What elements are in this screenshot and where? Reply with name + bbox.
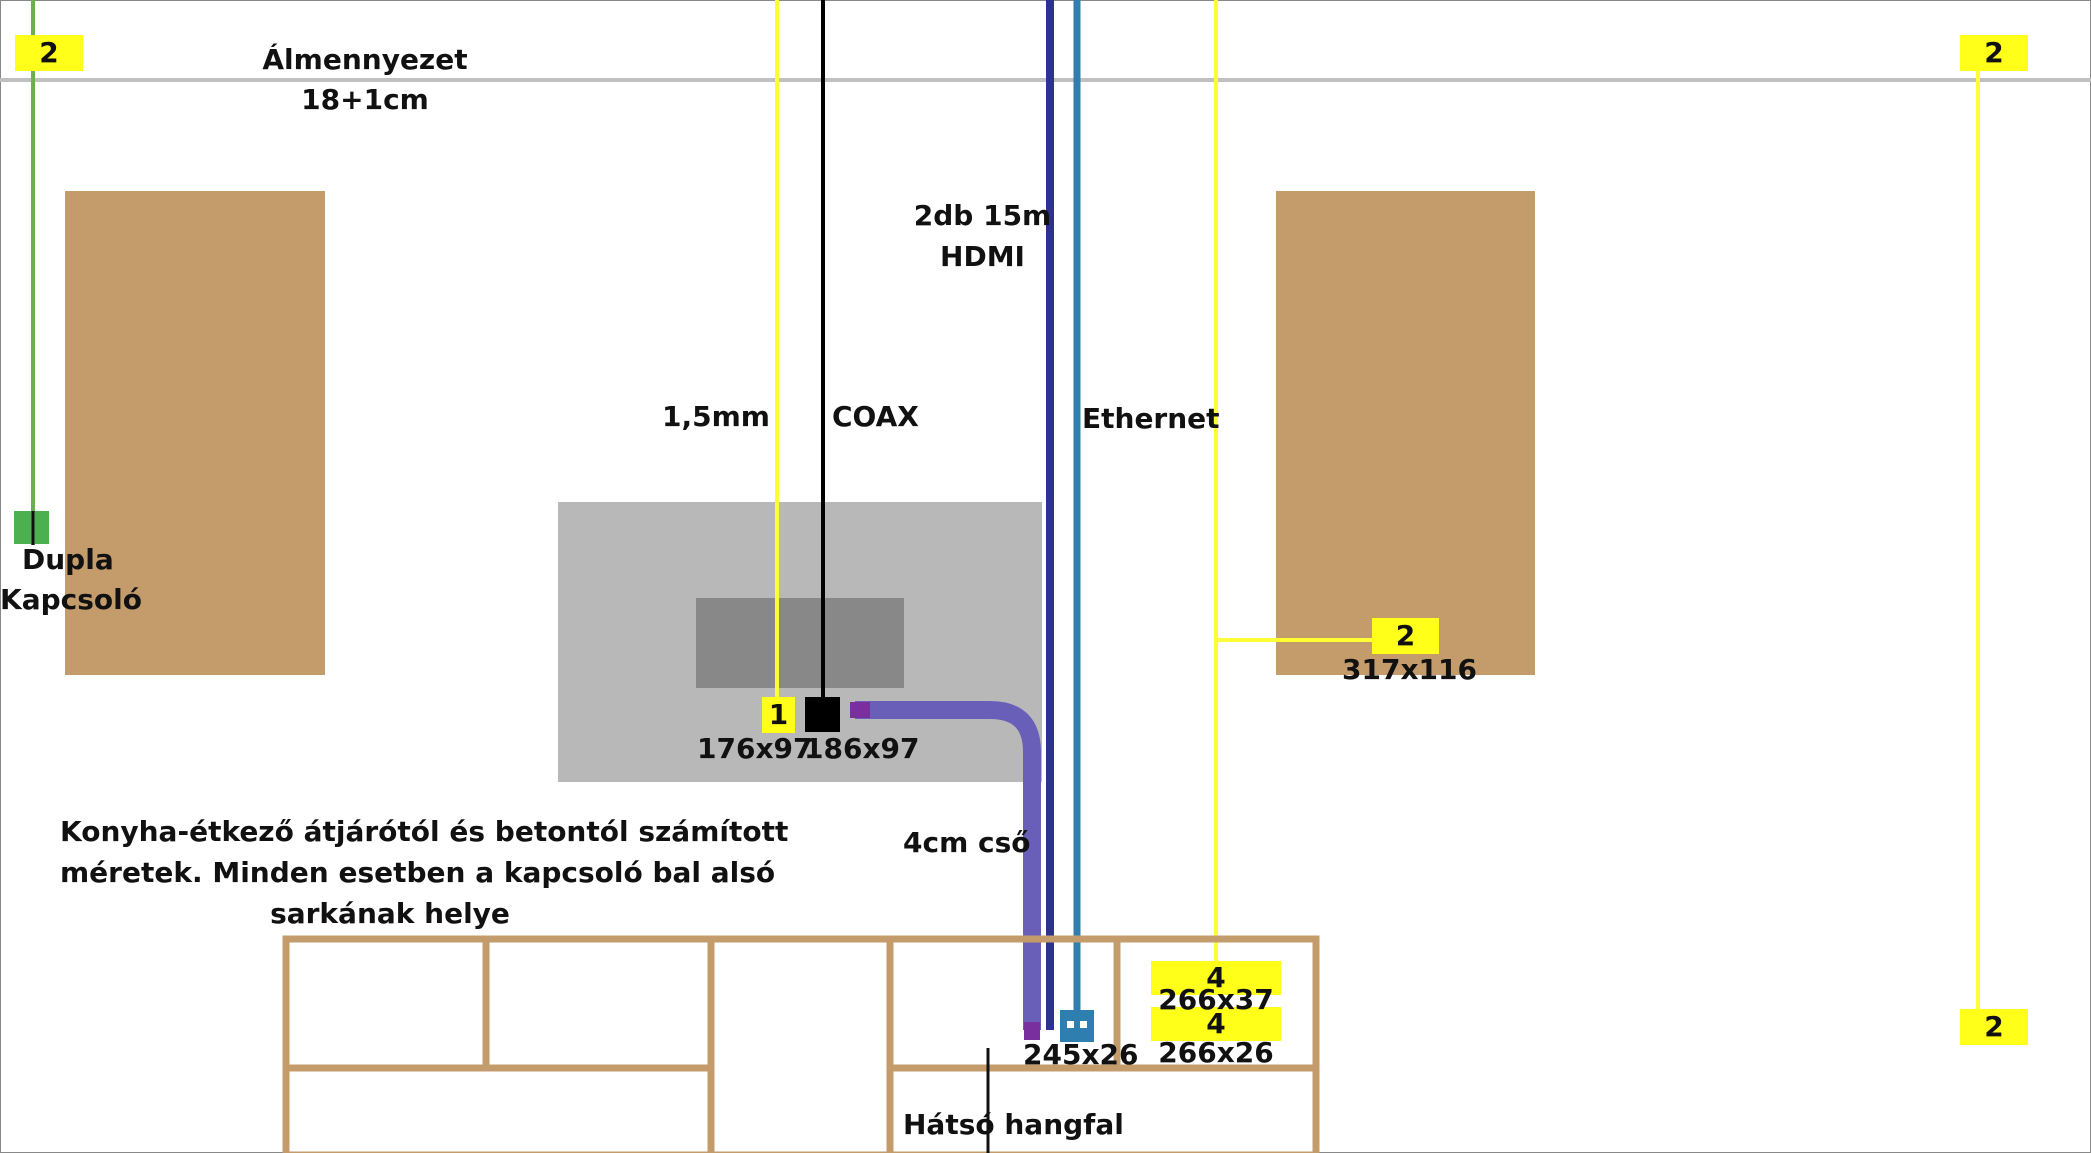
hdmi-label-line1: 2db 15m — [913, 199, 1052, 232]
switch-label-line1: Dupla — [22, 543, 114, 576]
furniture-outline — [282, 935, 1320, 1153]
furniture-a-dimension: 266x37 — [1158, 983, 1274, 1016]
ethernet-label: Ethernet — [1082, 402, 1220, 435]
pipe-4cm — [855, 701, 1041, 1030]
pipe-top-end — [850, 702, 870, 718]
coax-outlet — [805, 697, 840, 732]
ceiling-title: Álmennyezet — [262, 43, 468, 76]
badge-furniture-b: 4 — [1151, 1007, 1281, 1041]
ethernet-port-1 — [1067, 1021, 1074, 1028]
pipe-bottom-end — [1024, 1022, 1040, 1040]
tv-inner — [696, 598, 904, 688]
note-line3: sarkának helye — [270, 897, 510, 930]
tv-coax-dimension: 186x97 — [804, 732, 920, 765]
furniture-b-dimension: 266x26 — [1158, 1036, 1274, 1069]
badge-right-switch: 2 — [1372, 618, 1439, 654]
badge-bottom-right: 2 — [1960, 1009, 2028, 1045]
hdmi-label-line2: HDMI — [940, 240, 1025, 273]
badge-top-left: 2 — [15, 35, 83, 71]
badge-furniture-a: 4 — [1151, 961, 1281, 995]
ceiling-size: 18+1cm — [301, 83, 429, 116]
rear-speaker-label: Hátsó hangfal — [903, 1108, 1124, 1141]
pipe-label: 4cm cső — [903, 826, 1031, 859]
switch-label-line2: Kapcsoló — [0, 583, 142, 616]
ethernet-outlet — [1060, 1010, 1094, 1042]
note-line2: méretek. Minden esetben a kapcsoló bal a… — [60, 856, 776, 889]
badge-top-right: 2 — [1960, 35, 2028, 71]
tv-power-dimension: 176x97 — [697, 732, 813, 765]
left-wood-panel — [65, 191, 325, 675]
media-outlet-dimension: 245x26 — [1023, 1038, 1139, 1071]
right-wood-panel — [1276, 191, 1535, 675]
right-switch-dimension: 317x116 — [1342, 653, 1477, 686]
power-cable-label: 1,5mm — [662, 400, 770, 433]
badge-tv-power: 1 — [762, 697, 795, 733]
coax-label: COAX — [832, 400, 919, 433]
note-line1: Konyha-étkező átjárótól és betontól szám… — [60, 815, 789, 848]
ethernet-port-2 — [1080, 1021, 1087, 1028]
